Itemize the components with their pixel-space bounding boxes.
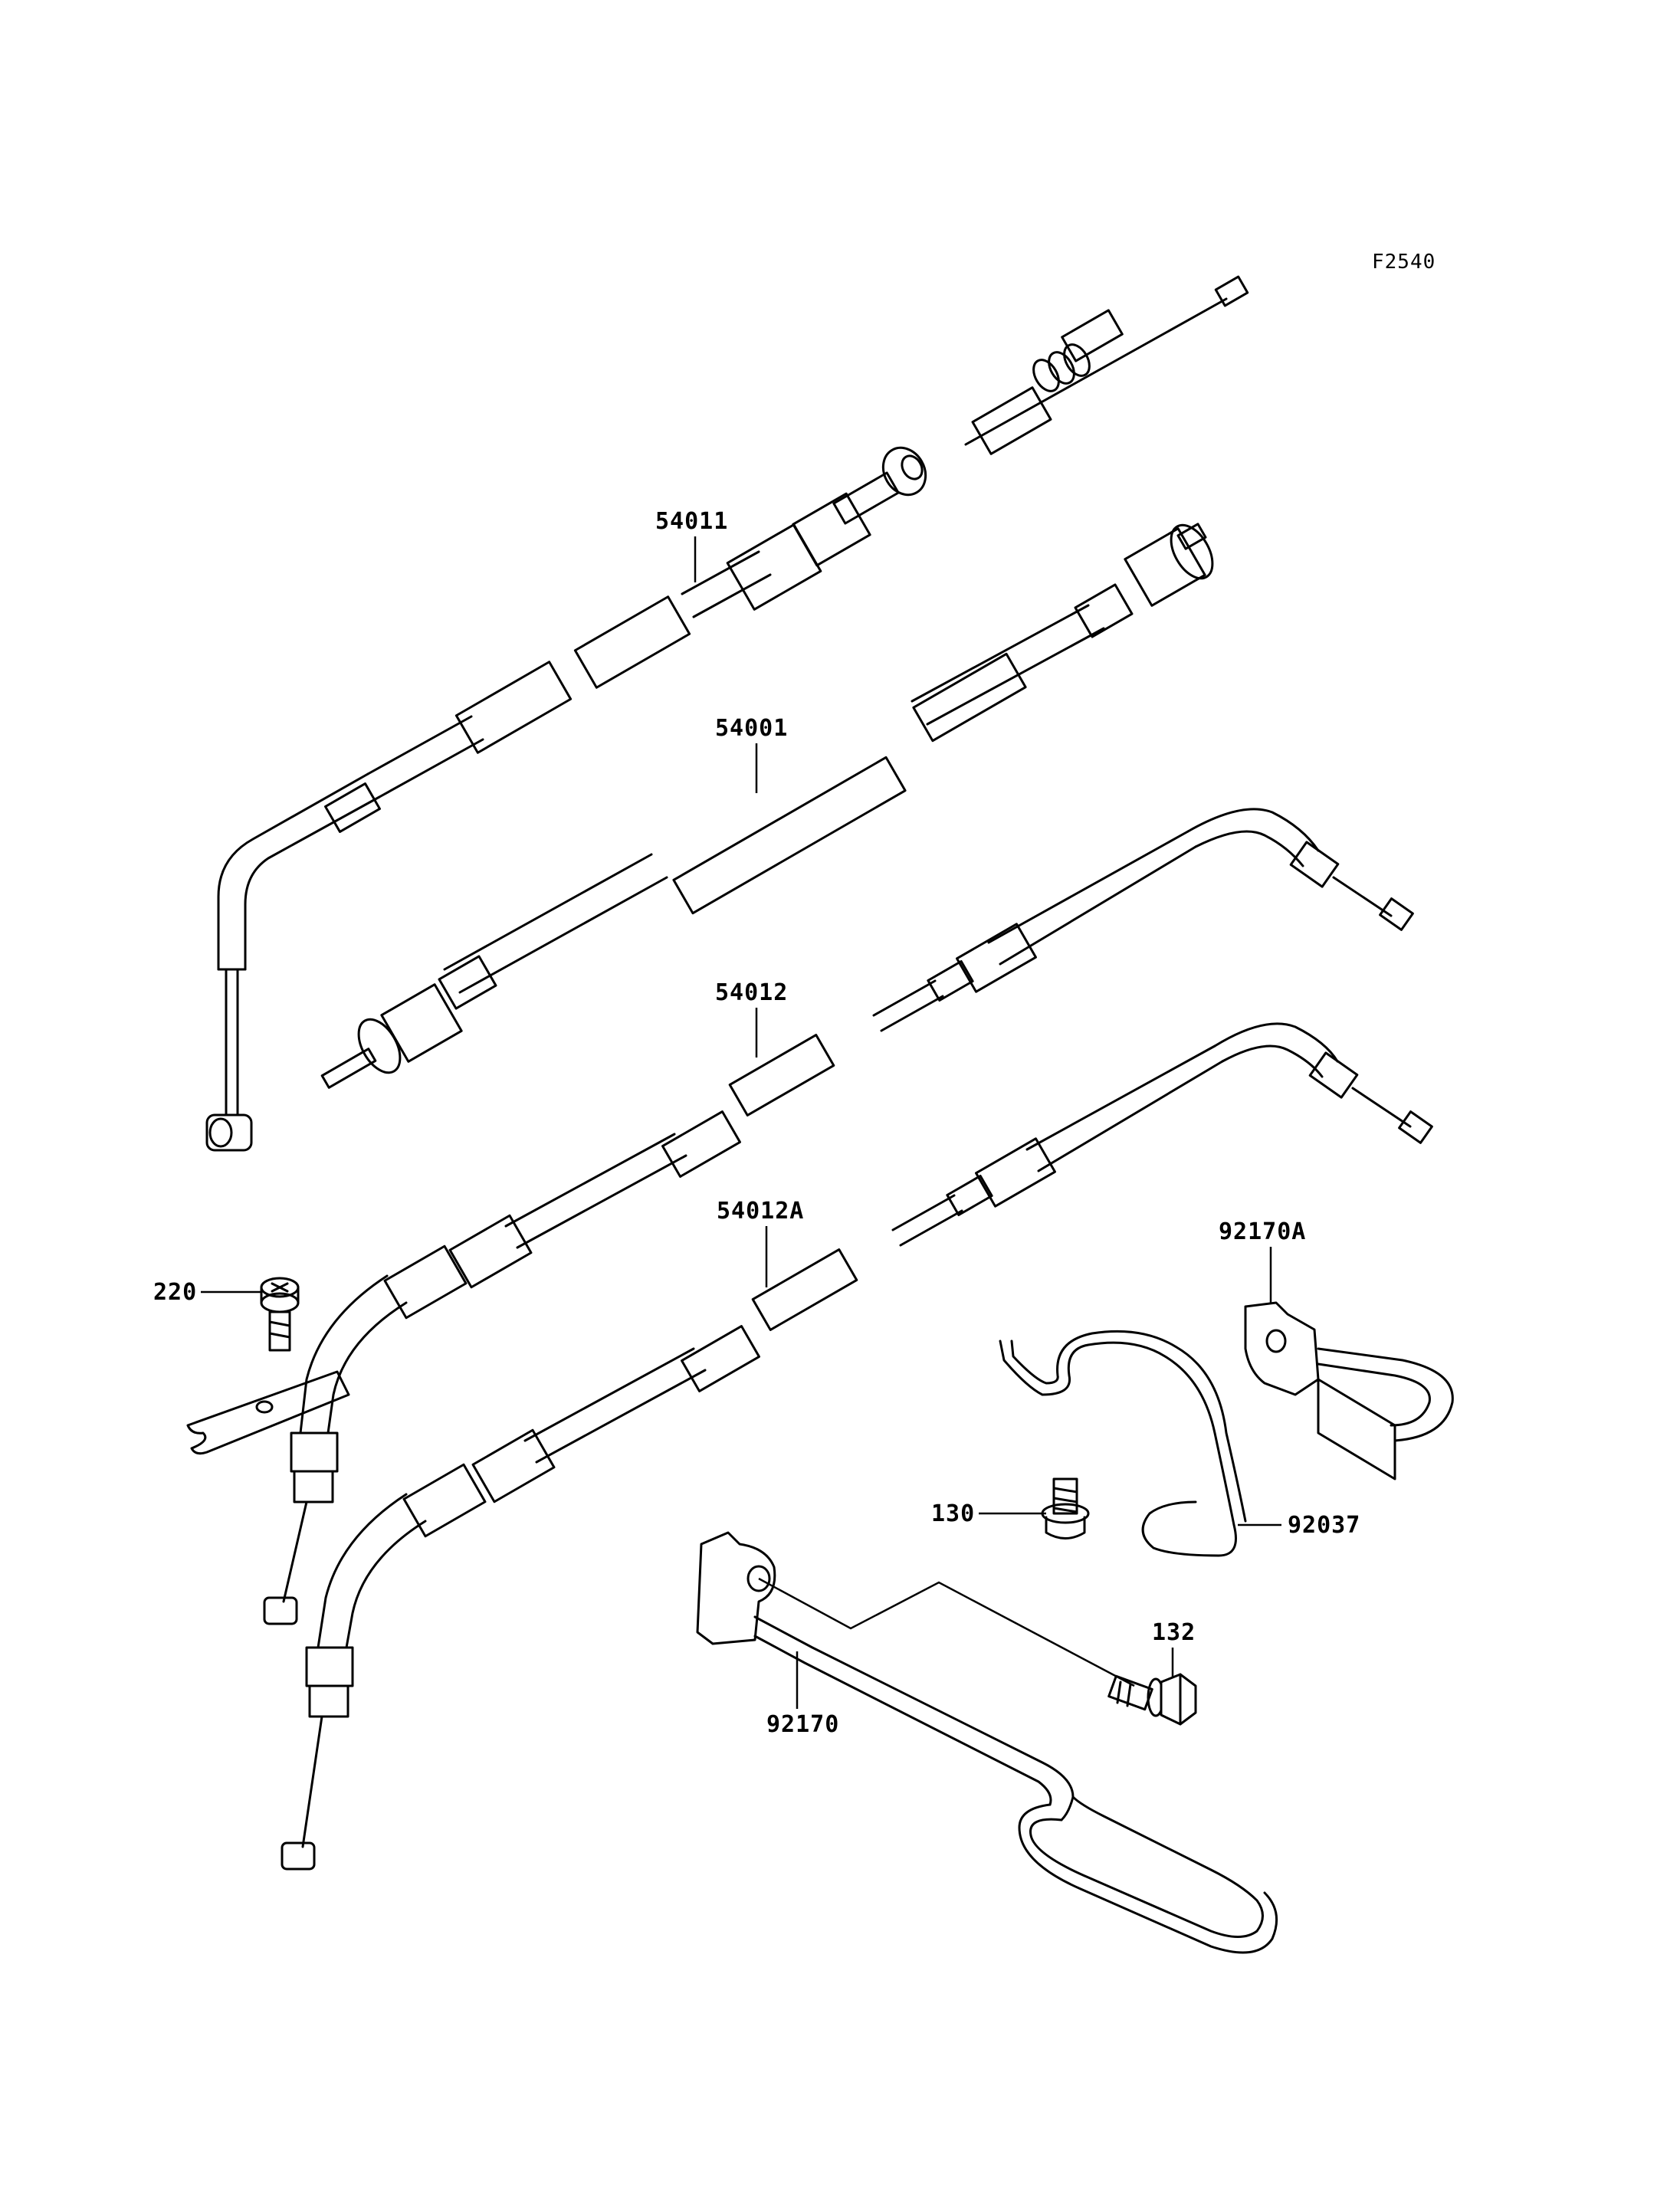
- callout-54001: 54001: [715, 715, 788, 742]
- part-220-screw[interactable]: [260, 1277, 300, 1352]
- callout-92170A: 92170A: [1219, 1218, 1306, 1245]
- leader-lines: [201, 536, 1281, 1709]
- part-92037-wire-clip[interactable]: [999, 1330, 1247, 1557]
- callout-130: 130: [931, 1500, 975, 1527]
- part-54012A-throttle-cable[interactable]: [281, 1022, 1433, 1871]
- part-54011-clutch-cable[interactable]: [205, 275, 1249, 1152]
- part-cable-bracket[interactable]: [186, 1370, 350, 1455]
- callout-54012A: 54012A: [717, 1198, 804, 1225]
- figure-code: F2540: [1372, 251, 1436, 274]
- callout-54011: 54011: [655, 508, 728, 535]
- part-54012-throttle-cable[interactable]: [263, 808, 1414, 1625]
- part-92170A-clamp[interactable]: [1244, 1301, 1454, 1481]
- part-54001-speedometer-cable[interactable]: [320, 518, 1221, 1089]
- callout-132: 132: [1152, 1619, 1196, 1646]
- callout-220: 220: [153, 1279, 197, 1306]
- part-130-bolt[interactable]: [1041, 1477, 1090, 1540]
- callout-92037: 92037: [1288, 1512, 1360, 1539]
- leader-132-to-bracket: [758, 1577, 1135, 1687]
- part-92170-bracket[interactable]: [696, 1531, 1278, 1954]
- part-132-bolt[interactable]: [1107, 1673, 1197, 1726]
- callout-54012: 54012: [715, 979, 788, 1006]
- callout-92170: 92170: [766, 1711, 839, 1738]
